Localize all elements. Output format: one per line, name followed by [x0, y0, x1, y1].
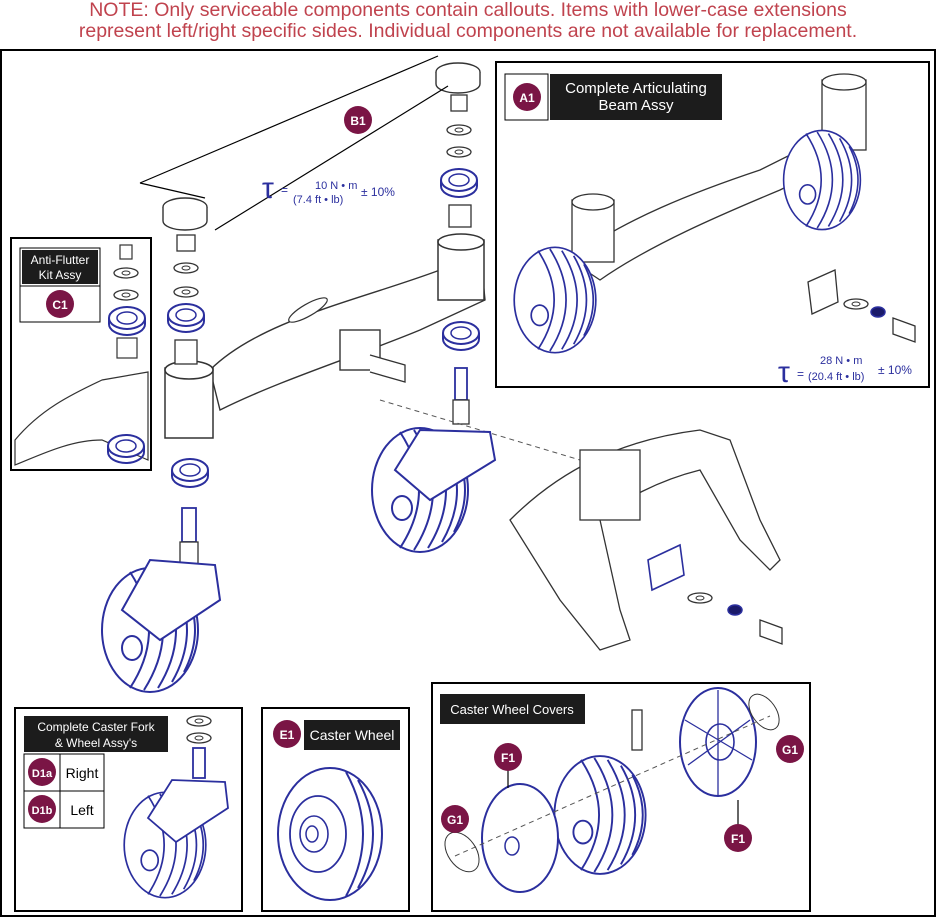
torque-spec-upper: τ = 10 N • m (7.4 ft • lb) ± 10%	[262, 172, 395, 206]
callout-b1-label: B1	[350, 114, 366, 128]
torque-tolerance-lower: ± 10%	[878, 363, 912, 377]
a1-label-line2: Beam Assy	[598, 97, 674, 114]
callout-f1-top[interactable]	[494, 743, 522, 771]
callout-g1-left[interactable]	[441, 805, 469, 833]
c1-label-line2: Kit Assy	[39, 268, 82, 282]
callout-g1-left-label: G1	[447, 813, 463, 827]
torque-value-lower: 28 N • m	[820, 355, 862, 367]
torque-symbol-lower: τ	[778, 356, 790, 389]
callout-c1-label: C1	[52, 298, 68, 312]
callout-a1-label: A1	[519, 91, 535, 105]
callout-d1a-label: D1a	[32, 768, 53, 780]
panel-d1-caster-fork: Complete Caster Fork & Wheel Assy's D1a …	[14, 707, 243, 912]
panel-caster-wheel-covers: Caster Wheel Covers F1 F1 G1 G1	[431, 682, 811, 912]
panel-e1-caster-wheel: E1 Caster Wheel	[261, 707, 410, 912]
callout-g1-right-label: G1	[782, 743, 798, 757]
callout-c1[interactable]	[46, 290, 74, 318]
svg-text:=: =	[281, 183, 288, 197]
callout-a1[interactable]	[513, 83, 541, 111]
d1-label-line2: & Wheel Assy's	[55, 736, 137, 750]
left-caster-fork	[120, 558, 222, 642]
callout-d1b[interactable]	[28, 795, 56, 823]
c1-label-line1: Anti-Flutter	[31, 253, 90, 267]
callout-f1-bottom[interactable]	[724, 824, 752, 852]
callout-e1-label: E1	[280, 728, 295, 742]
a1-label-line1: Complete Articulating	[565, 80, 707, 97]
callout-f1-bottom-label: F1	[731, 832, 745, 846]
note-line-2: represent left/right specific sides. Ind…	[78, 20, 858, 42]
diagram-frame	[0, 49, 936, 917]
callout-f1-top-label: F1	[501, 751, 515, 765]
d1a-side-label: Right	[66, 765, 99, 781]
callout-g1-right[interactable]	[776, 735, 804, 763]
callout-e1[interactable]	[273, 720, 301, 748]
note-line-1: NOTE: Only serviceable components contai…	[89, 0, 847, 21]
beam-assembly-sketch	[509, 429, 783, 651]
service-note: NOTE: Only serviceable components contai…	[0, 0, 936, 42]
svg-text:=: =	[797, 367, 804, 381]
panel-a1-articulating-beam: A1 Complete Articulating Beam Assy τ = 2…	[495, 61, 930, 389]
callout-b1[interactable]: B1	[344, 106, 372, 134]
torque-value-upper: 10 N • m	[315, 180, 357, 192]
torque-tolerance-upper: ± 10%	[361, 185, 395, 199]
d1-label-line1: Complete Caster Fork	[37, 720, 155, 734]
articulating-beam-exploded	[139, 55, 581, 567]
outer-wheel-cover	[481, 783, 559, 893]
torque-alt-upper: (7.4 ft • lb)	[293, 194, 343, 206]
center-caster-fork	[393, 428, 497, 502]
d1b-side-label: Left	[70, 802, 93, 818]
torque-symbol: τ	[262, 172, 274, 205]
callout-d1b-label: D1b	[32, 805, 53, 817]
e1-label: Caster Wheel	[310, 727, 395, 743]
covers-label: Caster Wheel Covers	[450, 702, 574, 717]
callout-d1a[interactable]	[28, 758, 56, 786]
torque-alt-lower: (20.4 ft • lb)	[808, 371, 864, 383]
panel-c1-anti-flutter: Anti-Flutter Kit Assy C1	[10, 237, 152, 471]
